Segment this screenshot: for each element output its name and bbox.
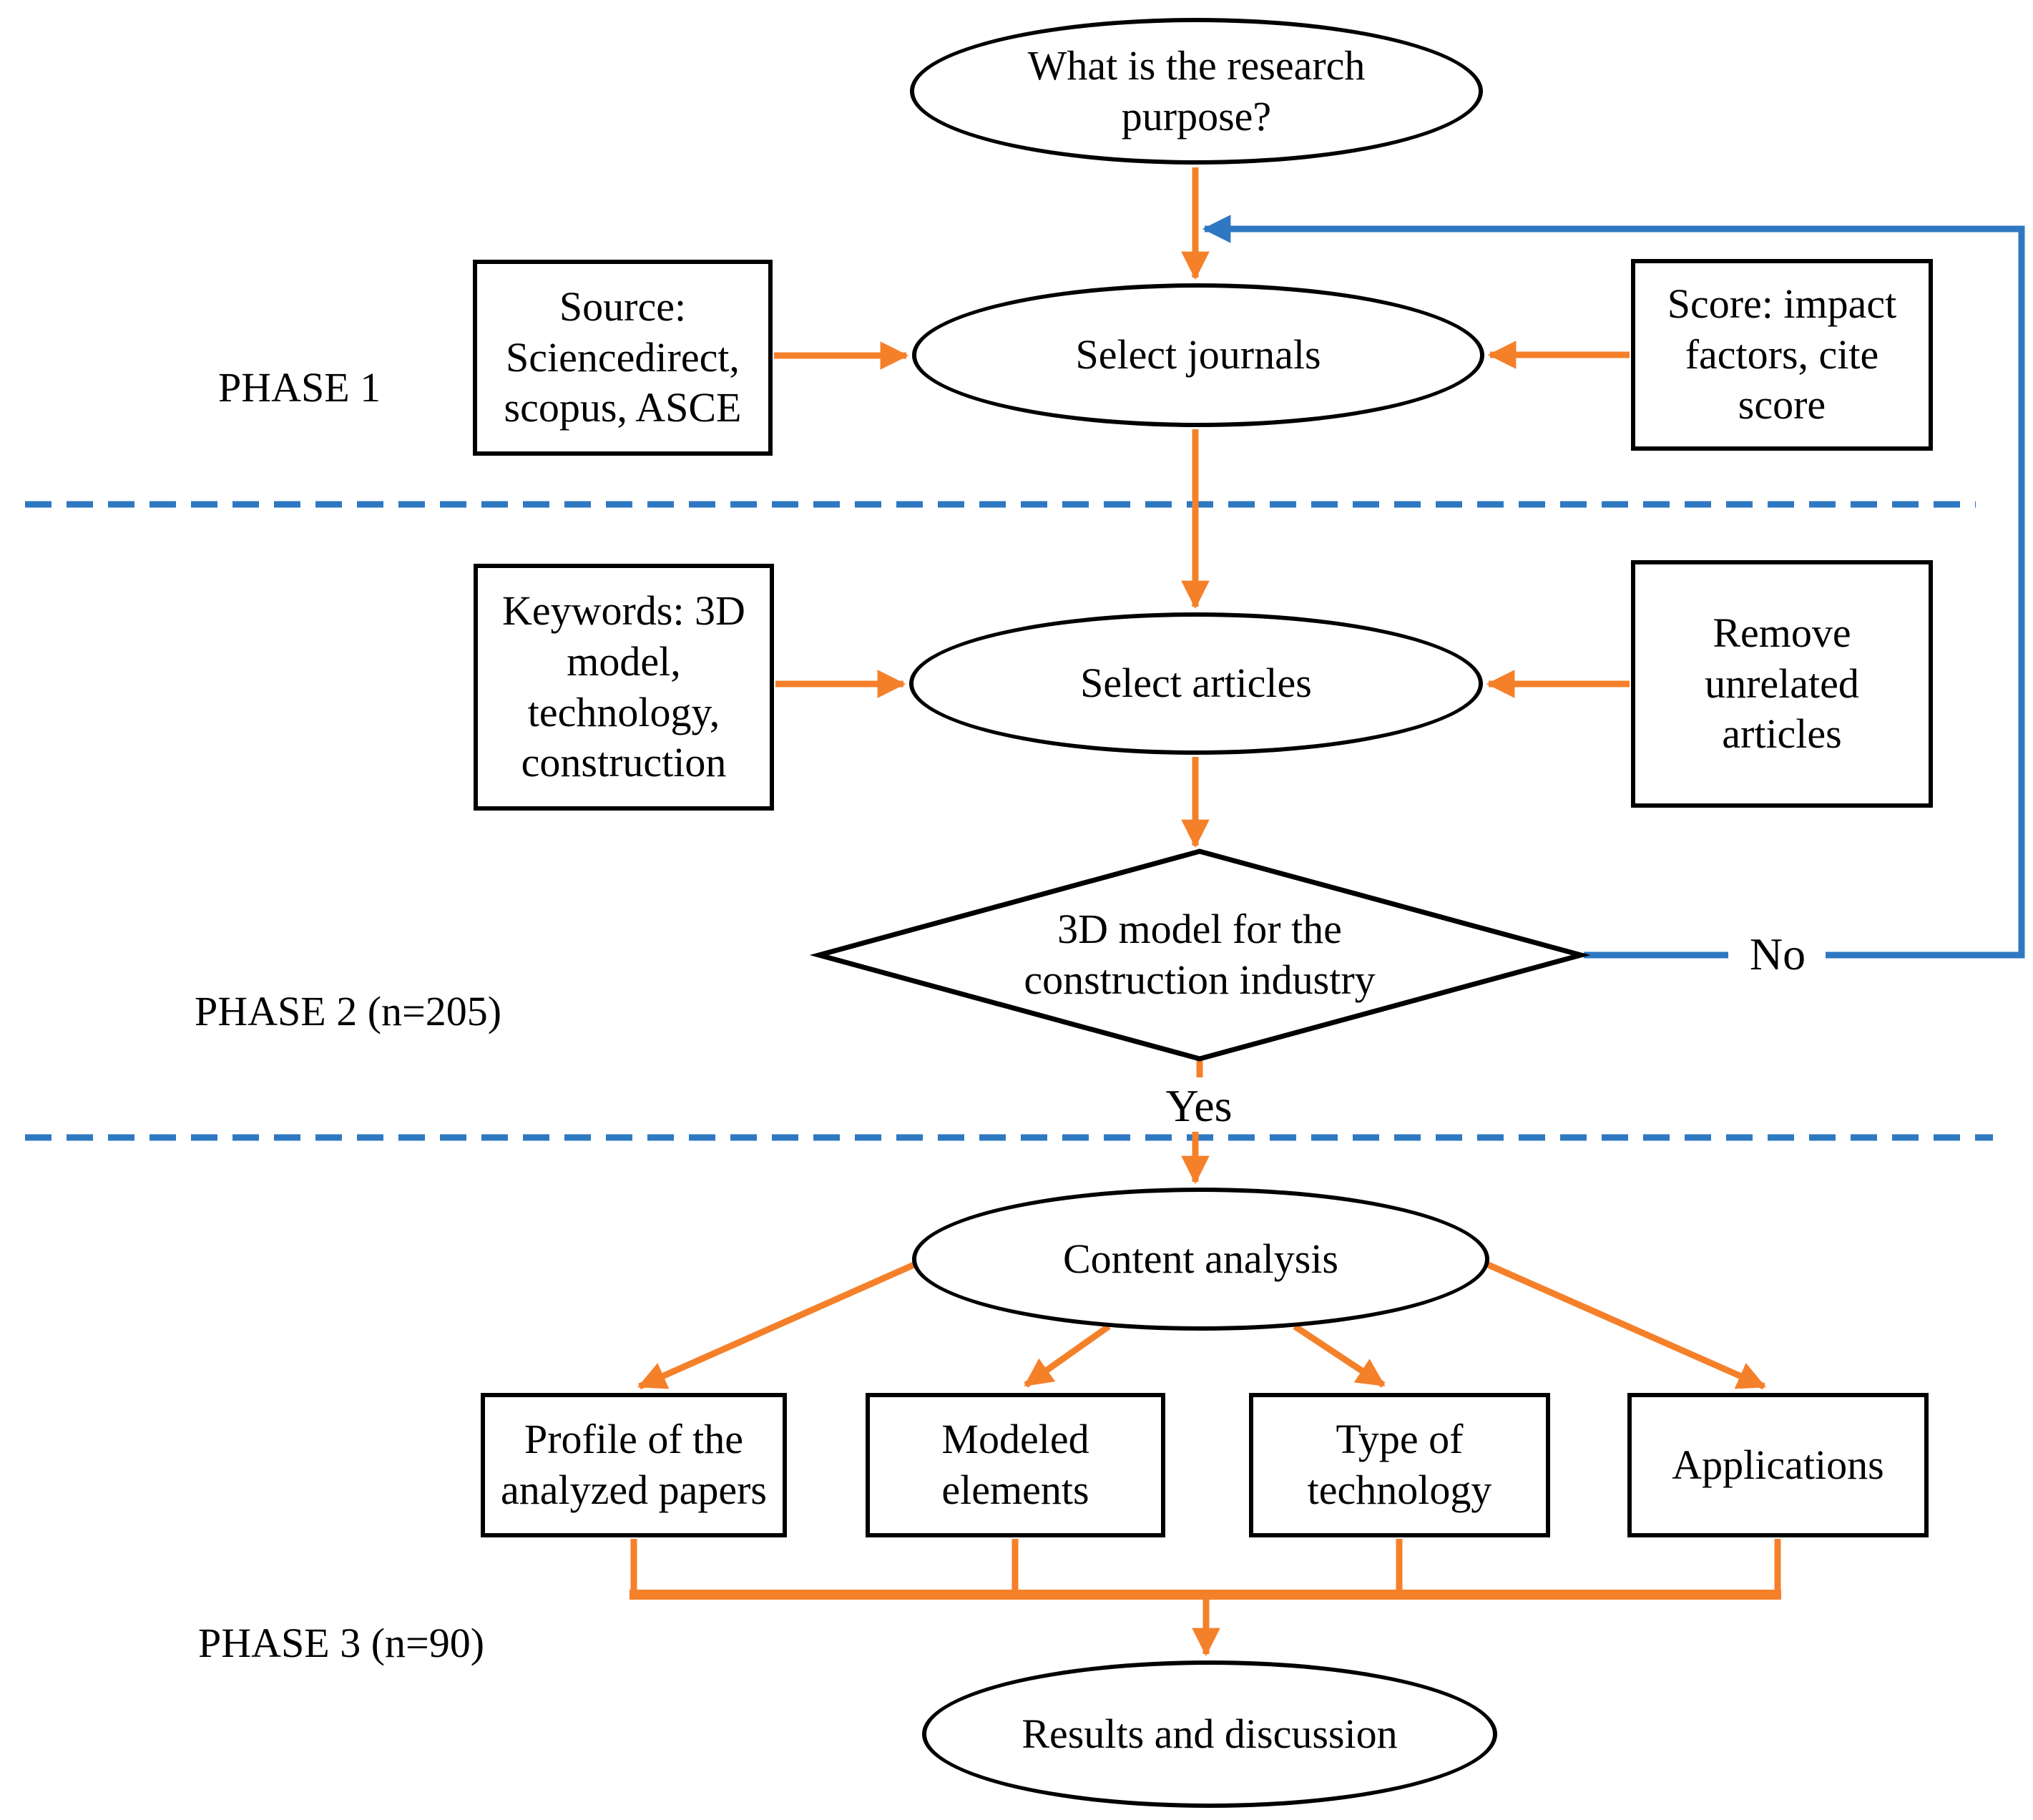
arrow-content-to-profile (637, 1260, 918, 1390)
arrow-content-to-type (1293, 1324, 1386, 1388)
node-keywords: Keywords: 3D model, technology, construc… (474, 564, 774, 811)
decision-diamond-shape (809, 848, 1591, 1062)
node-select-journals: Select journals (912, 283, 1484, 427)
no-branch-label: No (1749, 929, 1806, 979)
node-type-of-technology: Type of technology (1249, 1393, 1550, 1537)
node-source: Source: Sciencedirect, scopus, ASCE (473, 260, 773, 456)
node-content-analysis: Content analysis (912, 1188, 1489, 1331)
phase-2-label: PHASE 2 (n=205) (195, 988, 502, 1034)
node-score: Score: impact factors, cite score (1631, 259, 1933, 451)
no-feedback-line (1202, 215, 2025, 959)
node-applications: Applications (1627, 1393, 1929, 1537)
node-select-articles: Select articles (909, 612, 1483, 755)
node-remove-unrelated: Remove unrelated articles (1631, 560, 1933, 808)
yes-branch-label: Yes (1165, 1080, 1233, 1131)
node-profile-of-papers: Profile of the analyzed papers (481, 1393, 787, 1537)
node-research-purpose: What is the research purpose? (910, 18, 1483, 165)
decision-diamond-label: 3D model for the construction industry (1024, 906, 1376, 1003)
arrow-content-to-modeled (1024, 1324, 1111, 1388)
arrow-content-to-applications (1484, 1260, 1766, 1390)
node-results-discussion: Results and discussion (922, 1660, 1497, 1808)
phase-3-label: PHASE 3 (n=90) (198, 1620, 485, 1666)
node-modeled-elements: Modeled elements (866, 1393, 1165, 1537)
phase-1-label: PHASE 1 (218, 364, 381, 411)
